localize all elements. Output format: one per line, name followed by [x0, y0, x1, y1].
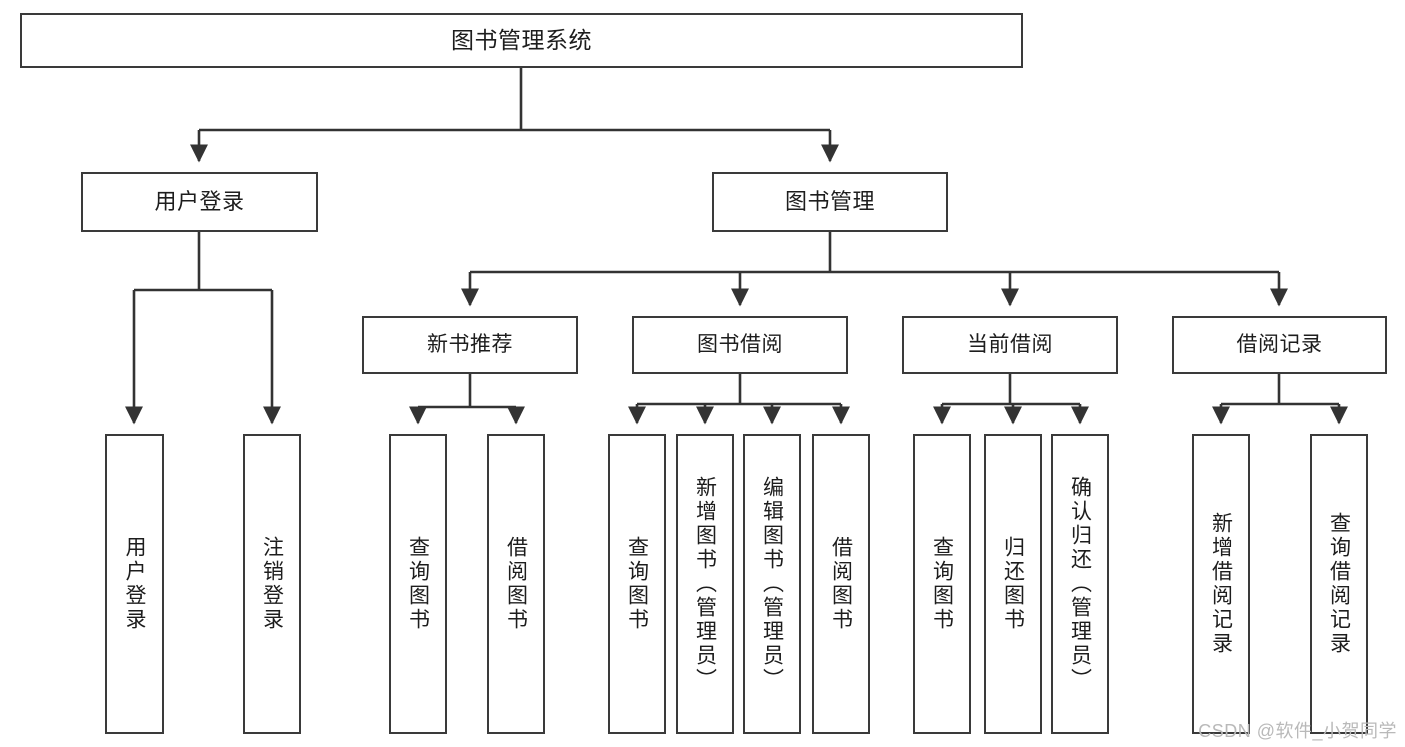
node-leaf-borrow-book-1[interactable]: 借阅图书 [487, 434, 545, 734]
node-leaf-add-book-admin-label: 新增图书（管理员） [693, 476, 717, 692]
node-leaf-confirm-return-admin[interactable]: 确认归还（管理员） [1051, 434, 1109, 734]
node-book-borrow[interactable]: 图书借阅 [632, 316, 848, 374]
node-leaf-user-login[interactable]: 用户登录 [105, 434, 164, 734]
node-leaf-logout-label: 注销登录 [260, 536, 284, 632]
node-borrow-record[interactable]: 借阅记录 [1172, 316, 1387, 374]
node-book-management-label: 图书管理 [784, 188, 875, 214]
node-new-book-recommend[interactable]: 新书推荐 [362, 316, 578, 374]
node-leaf-edit-book-admin-label: 编辑图书（管理员） [760, 476, 784, 692]
node-leaf-user-login-label: 用户登录 [123, 536, 146, 632]
node-leaf-borrow-book-2[interactable]: 借阅图书 [812, 434, 870, 734]
node-leaf-edit-book-admin[interactable]: 编辑图书（管理员） [743, 434, 801, 734]
node-leaf-query-book-1[interactable]: 查询图书 [389, 434, 447, 734]
node-user-login[interactable]: 用户登录 [81, 172, 318, 232]
node-leaf-query-book-2[interactable]: 查询图书 [608, 434, 666, 734]
node-leaf-return-book[interactable]: 归还图书 [984, 434, 1042, 734]
node-user-login-label: 用户登录 [154, 188, 245, 214]
node-book-borrow-label: 图书借阅 [697, 333, 783, 357]
node-leaf-borrow-book-1-label: 借阅图书 [504, 536, 528, 632]
node-leaf-return-book-label: 归还图书 [1001, 536, 1025, 632]
node-borrow-record-label: 借阅记录 [1236, 333, 1323, 357]
csdn-watermark: CSDN @软件_小贺同学 [1198, 721, 1397, 741]
node-current-borrow[interactable]: 当前借阅 [902, 316, 1118, 374]
node-leaf-add-book-admin[interactable]: 新增图书（管理员） [676, 434, 734, 734]
node-root-label: 图书管理系统 [451, 26, 592, 53]
node-leaf-query-book-1-label: 查询图书 [406, 536, 430, 632]
node-leaf-query-borrow-record-label: 查询借阅记录 [1327, 512, 1351, 656]
node-leaf-borrow-book-2-label: 借阅图书 [829, 536, 853, 632]
node-root[interactable]: 图书管理系统 [20, 13, 1023, 68]
node-leaf-query-book-2-label: 查询图书 [625, 536, 649, 632]
node-leaf-logout[interactable]: 注销登录 [243, 434, 301, 734]
node-leaf-query-book-3-label: 查询图书 [930, 536, 954, 632]
node-current-borrow-label: 当前借阅 [967, 333, 1053, 357]
node-leaf-confirm-return-admin-label: 确认归还（管理员） [1068, 476, 1092, 692]
node-leaf-add-borrow-record-label: 新增借阅记录 [1209, 512, 1233, 656]
node-leaf-add-borrow-record[interactable]: 新增借阅记录 [1192, 434, 1250, 734]
node-leaf-query-borrow-record[interactable]: 查询借阅记录 [1310, 434, 1368, 734]
node-leaf-query-book-3[interactable]: 查询图书 [913, 434, 971, 734]
node-book-management[interactable]: 图书管理 [712, 172, 948, 232]
node-new-book-recommend-label: 新书推荐 [427, 333, 513, 357]
